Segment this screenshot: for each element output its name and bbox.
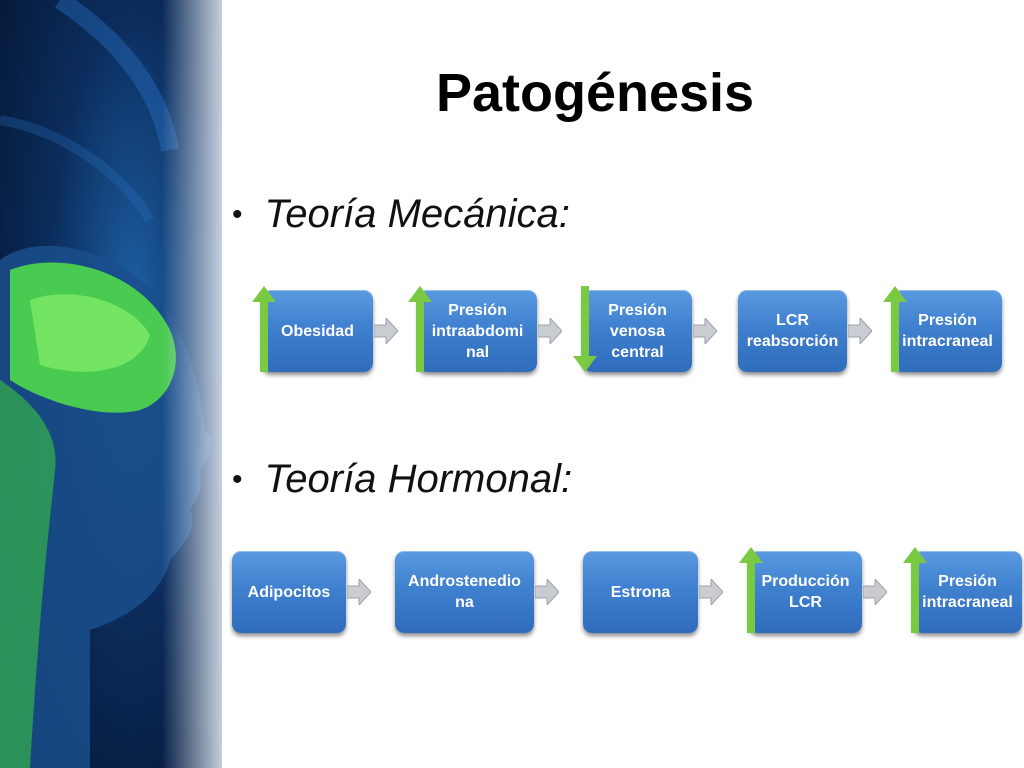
- flow-step-text-line: Presión: [448, 301, 507, 319]
- flow-step-label: Obesidad: [281, 321, 354, 342]
- flow-step-text-line: nal: [465, 343, 490, 361]
- flow-step-text-line: LCR: [789, 594, 822, 611]
- flow-step-text-line: intraabdomi: [431, 322, 524, 340]
- chevron-right-icon: [374, 318, 398, 344]
- flow-step-label: Presión intraabdomi nal: [432, 300, 524, 363]
- flow-step-label: Adipocitos: [248, 582, 331, 603]
- flow-step-box: Presión venosa central: [583, 290, 692, 372]
- bullet-dot: •: [232, 197, 243, 231]
- flow-step-label: Androstenedio na: [408, 571, 521, 613]
- flow-step-text-line: LCR: [776, 312, 809, 329]
- flow-step-text-line: intracraneal: [902, 333, 993, 350]
- section-label: Teoría Hormonal:: [264, 457, 573, 501]
- section-hormonal-heading: • Teoría Hormonal:: [232, 457, 572, 502]
- flow-step-box: Presión intracraneal: [893, 290, 1002, 372]
- flow-step-box: Androstenedio na: [395, 551, 534, 633]
- flow-step-text-line: Presión: [938, 573, 997, 590]
- chevron-right-icon: [693, 318, 717, 344]
- flow-step-text-line: intracraneal: [922, 594, 1013, 611]
- slide-title: Patogénesis: [435, 63, 755, 123]
- flow-step-box: LCR reabsorción: [738, 290, 847, 372]
- flow-step-text-line: Androstenedio: [408, 573, 521, 590]
- section-mecanica-heading: • Teoría Mecánica:: [232, 192, 570, 237]
- green-up-arrow-icon: [408, 286, 432, 372]
- chevron-right-icon: [863, 579, 887, 605]
- green-up-arrow-icon: [903, 547, 927, 633]
- flow-step-box: Presión intracraneal: [913, 551, 1022, 633]
- flow-step-label: LCR reabsorción: [747, 310, 839, 352]
- chevron-right-icon: [699, 579, 723, 605]
- green-up-arrow-icon: [252, 286, 276, 372]
- flow-step-text-line: venosa: [609, 322, 666, 340]
- chevron-right-icon: [535, 579, 559, 605]
- flow-step-text-line: Presión: [608, 301, 667, 319]
- flow-step-text-line: Presión: [918, 312, 977, 329]
- flow-step-label: Presión venosa central: [608, 300, 667, 363]
- flow-step-box: Estrona: [583, 551, 698, 633]
- flow-step-text-line: Obesidad: [281, 322, 354, 340]
- flow-step-text-line: Estrona: [610, 583, 671, 601]
- chevron-right-icon: [848, 318, 872, 344]
- green-down-arrow-icon: [573, 286, 597, 372]
- flow-step-label: Presión intracraneal: [922, 571, 1013, 613]
- flow-step-text-line: Adipocitos: [247, 583, 331, 601]
- green-up-arrow-icon: [883, 286, 907, 372]
- brain-anatomy-illustration: [0, 0, 222, 768]
- flow-step-box: Presión intraabdomi nal: [418, 290, 537, 372]
- art-edge-fade: [162, 0, 222, 768]
- flow-step-box: Obesidad: [262, 290, 373, 372]
- green-up-arrow-icon: [739, 547, 763, 633]
- flow-step-label: Estrona: [611, 582, 671, 603]
- section-label: Teoría Mecánica:: [264, 192, 570, 236]
- flow-step-box: Adipocitos: [232, 551, 346, 633]
- chevron-right-icon: [347, 579, 371, 605]
- flow-step-text-line: na: [455, 594, 474, 611]
- flow-step-label: Presión intracraneal: [902, 310, 993, 352]
- chevron-right-icon: [538, 318, 562, 344]
- flow-step-text-line: reabsorción: [746, 333, 839, 350]
- bullet-dot: •: [232, 462, 243, 496]
- flow-step-text-line: Producción: [761, 573, 850, 590]
- head-silhouette-art: [0, 0, 212, 768]
- flow-step-text-line: central: [611, 343, 664, 361]
